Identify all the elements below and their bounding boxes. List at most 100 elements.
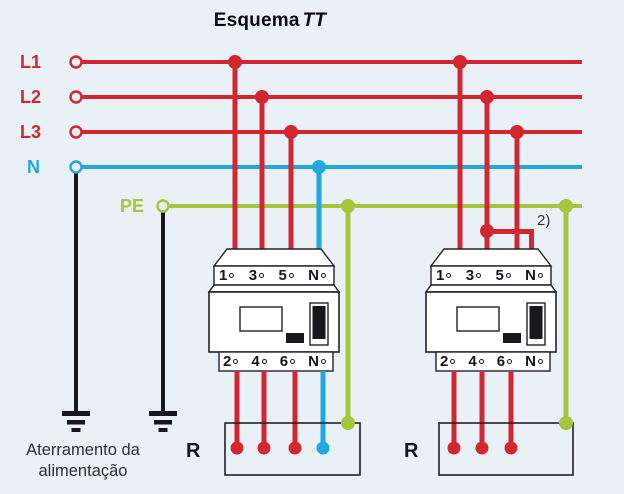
load-label-right: R [404,440,419,462]
ground-icon [149,411,177,416]
meter-right [424,248,558,372]
load-box-right [438,416,574,476]
load-box-left [224,416,361,476]
title-prefix: Esquema [213,10,300,31]
meter-display [239,306,283,332]
terminal-contact-icon [290,359,296,364]
earthing-caption: Aterramento da alimentação [4,440,162,481]
terminal-number: N [525,353,536,370]
junction-dot [453,55,467,69]
junction-dot [480,90,494,104]
pe-terminal-dot [341,416,355,430]
meter-terminal-strip-bottom [218,351,334,372]
supply-earthing-right [149,206,177,432]
terminal-number: 4 [251,353,260,370]
terminal-contact-icon [321,273,326,278]
load-wires-left [234,371,326,448]
terminal-contact-icon [478,359,484,364]
terminal-contact-icon [261,359,267,364]
terminal-number: N [308,267,319,284]
load-terminal-dot [288,441,302,455]
source-terminals [69,55,170,213]
source-circle-pe [156,199,170,213]
ground-icon [158,428,168,432]
terminal-number: 5 [278,267,287,284]
meter-top-cover [212,248,336,267]
load-terminal-dot [230,441,244,455]
bus-label-l1: L1 [20,52,42,72]
terminal-label: 5 [278,267,294,284]
bus-label-pe: PE [120,196,145,216]
terminal-number: 6 [496,353,506,370]
meter-shoulder [424,284,558,293]
junction-dot [480,224,494,238]
pe-drops [341,199,573,423]
terminal-contact-icon [505,273,511,278]
terminal-label: 6 [279,353,296,370]
bus-label-l2: L2 [20,87,42,107]
terminal-label: N [308,267,326,284]
terminal-label: 4 [251,353,267,370]
terminal-contact-icon [450,359,456,364]
footnote-marker: 2) [537,212,551,229]
terminal-label: N [525,353,543,370]
terminal-label: 4 [468,353,484,370]
feeder-drops-right [453,55,534,266]
meter-terminal-strip-bottom [435,351,551,372]
terminal-row-top-left-meter: 1 3 5 N [214,266,334,285]
terminal-label: 2 [440,353,456,370]
ground-icon [71,428,81,432]
terminal-contact-icon [233,359,239,364]
terminal-number: 4 [468,353,477,370]
terminal-number: 2 [223,353,232,370]
load-wires-right [451,371,514,448]
junction-dot [341,199,355,213]
pe-terminal-dot [559,416,573,430]
terminal-number: 6 [279,353,289,370]
terminal-row-top-right-meter: 1 3 5 N [431,266,551,285]
load-terminal-dot [475,441,489,455]
terminal-label: N [525,267,543,284]
source-circle-l3 [69,125,83,139]
terminal-contact-icon [446,273,452,278]
earthing-caption-line1: Aterramento da [26,441,140,459]
meter-shoulder [207,284,341,293]
terminal-number: N [308,353,319,370]
meter-top-cover [429,248,553,267]
load-terminal-dot [504,441,518,455]
terminal-label: 1 [219,267,235,284]
terminal-number: 2 [440,353,449,370]
bus-label-l3: L3 [20,122,42,142]
terminal-label: 5 [495,267,511,284]
terminal-contact-icon [320,359,326,364]
terminal-number: 3 [465,267,475,284]
terminal-label: 6 [496,353,513,370]
terminal-contact-icon [288,273,294,278]
junction-dot [255,90,269,104]
terminal-contact-icon [538,273,543,278]
terminal-number: 3 [248,267,258,284]
ground-icon [67,420,85,425]
junction-dot [284,125,298,139]
terminal-number: 5 [495,267,504,284]
meter-left [207,248,341,372]
load-terminal-dot [447,441,461,455]
terminal-contact-icon [476,273,482,278]
terminal-row-bottom-right-meter: 2 4 6 N [436,352,550,371]
ground-icon [154,420,172,425]
terminal-label: 1 [436,267,452,284]
meter-switch-lever [312,306,326,339]
terminal-number: 1 [436,267,445,284]
load-box-outline [224,422,361,476]
terminal-number: 1 [219,267,228,284]
terminal-number: N [525,267,536,284]
junction-dot [559,199,573,213]
terminal-label: 2 [223,353,239,370]
meter-display [456,306,500,332]
load-terminal-dot [316,441,330,455]
bus-lines [81,60,582,208]
source-circle-n [69,160,83,174]
source-circle-l1 [69,55,83,69]
